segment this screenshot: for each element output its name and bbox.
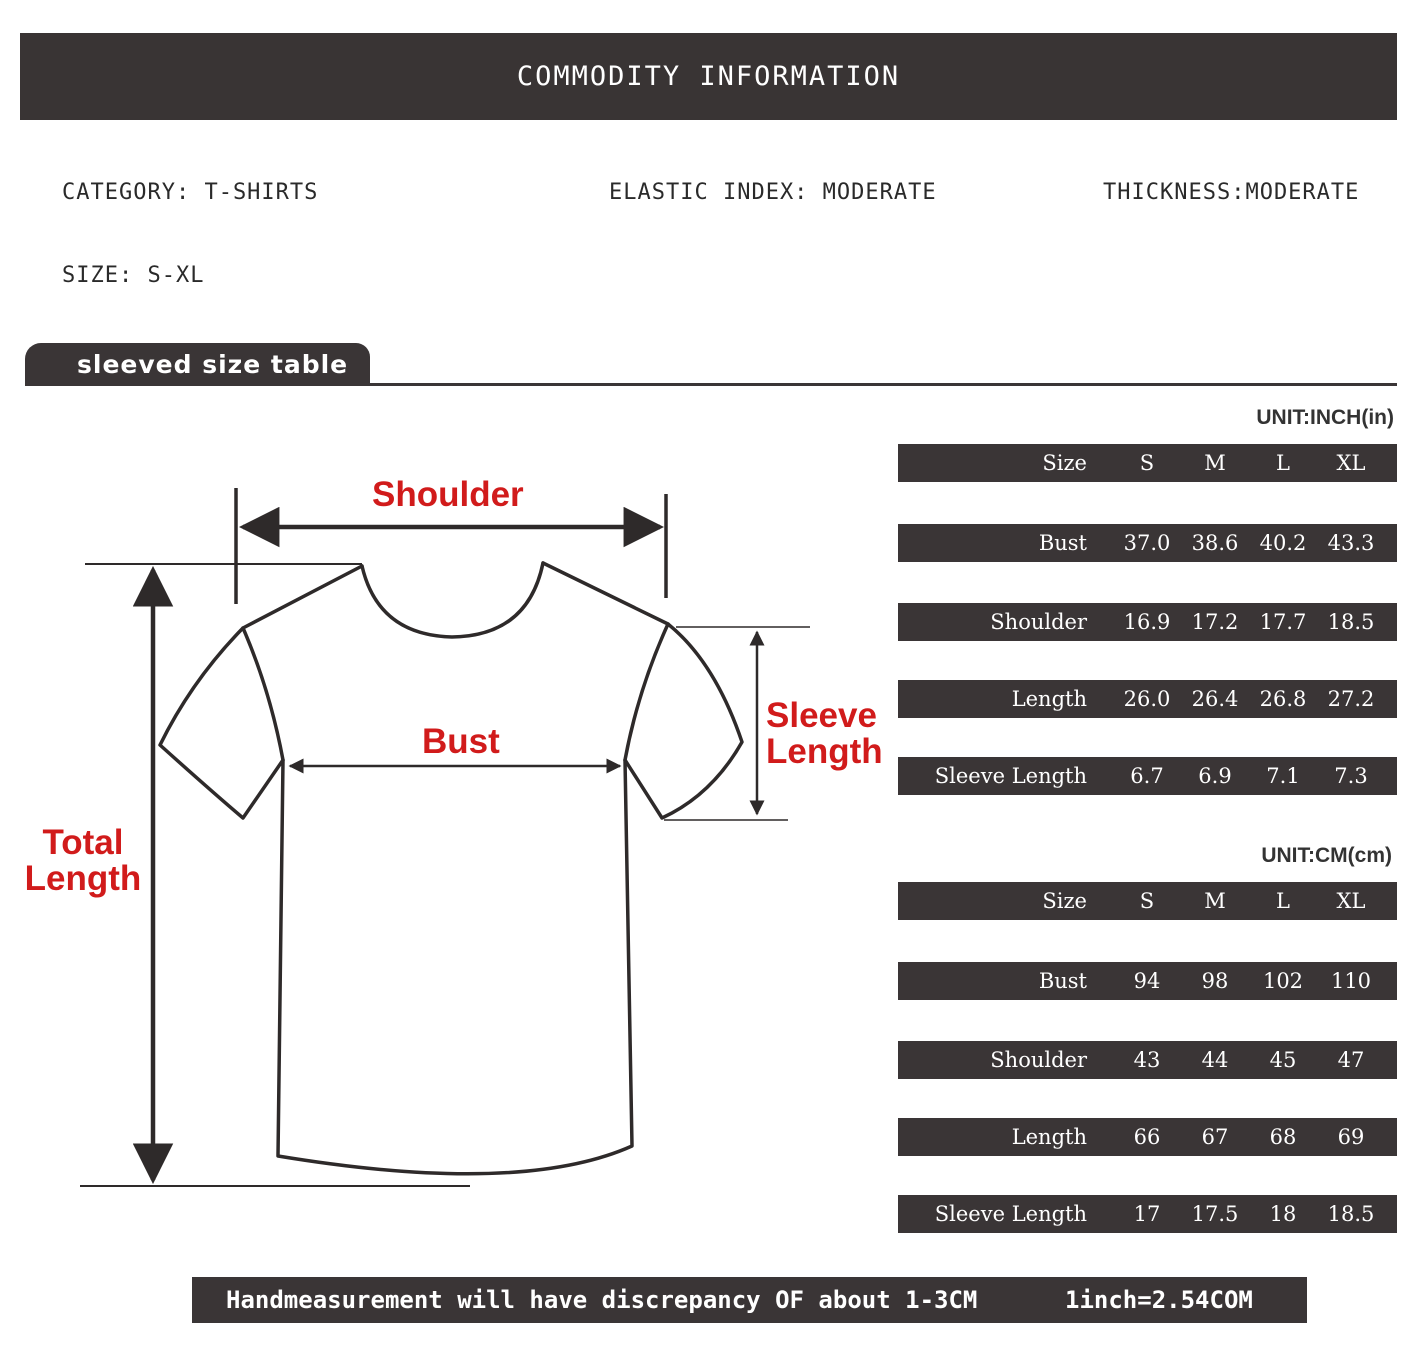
row-label: Sleeve Length	[934, 1202, 1087, 1226]
commodity-info-banner: COMMODITY INFORMATION	[20, 33, 1397, 120]
cell: 40.2	[1259, 531, 1307, 555]
cell: 18.5	[1327, 610, 1375, 634]
row-label: Size	[1042, 889, 1087, 913]
table-row: Size S M L XL	[898, 882, 1397, 920]
cell: 26.4	[1191, 687, 1239, 711]
cell: 6.7	[1130, 764, 1164, 788]
cell: 47	[1337, 1048, 1365, 1072]
cell: 43	[1133, 1048, 1161, 1072]
total-length-label: Total Length	[18, 825, 148, 897]
cell: 17.2	[1191, 610, 1239, 634]
spec-thickness: THICKNESS:MODERATE	[1103, 180, 1360, 205]
cell: 16.9	[1123, 610, 1171, 634]
cell: XL	[1336, 451, 1366, 475]
sleeve-length-label: Sleeve Length	[766, 698, 883, 770]
cell: 27.2	[1327, 687, 1375, 711]
cell: XL	[1336, 889, 1366, 913]
cell: 17.7	[1259, 610, 1307, 634]
spec-size: SIZE: S-XL	[62, 263, 205, 288]
cell: 6.9	[1198, 764, 1232, 788]
cell: 18.5	[1327, 1202, 1375, 1226]
cell: 26.0	[1123, 687, 1171, 711]
row-label: Size	[1042, 451, 1087, 475]
cm-unit-label: UNIT:CM(cm)	[1261, 844, 1392, 867]
bust-label: Bust	[422, 722, 500, 761]
cell: S	[1139, 451, 1155, 475]
table-row: Shoulder 16.9 17.2 17.7 18.5	[898, 603, 1397, 641]
cell: L	[1276, 451, 1290, 475]
total-length-label-line1: Total	[42, 823, 124, 862]
cell: 26.8	[1259, 687, 1307, 711]
tshirt-outline	[158, 561, 744, 1176]
table-row: Length 26.0 26.4 26.8 27.2	[898, 680, 1397, 718]
footer-note-bar: Handmeasurement will have discrepancy OF…	[192, 1277, 1307, 1323]
cell: 45	[1269, 1048, 1297, 1072]
table-row: Sleeve Length 17 17.5 18 18.5	[898, 1195, 1397, 1233]
section-tab: sleeved size table	[25, 343, 370, 386]
cell: 102	[1262, 969, 1304, 993]
cell: 7.1	[1266, 764, 1300, 788]
table-row: Bust 94 98 102 110	[898, 962, 1397, 1000]
cell: L	[1276, 889, 1290, 913]
row-label: Shoulder	[990, 610, 1087, 634]
section-title: sleeved size table	[77, 350, 349, 379]
sleeve-length-label-line2: Length	[766, 732, 883, 771]
shoulder-label: Shoulder	[372, 475, 524, 514]
row-label: Shoulder	[990, 1048, 1087, 1072]
row-label: Length	[1011, 687, 1087, 711]
cell: 43.3	[1327, 531, 1375, 555]
cell: 68	[1269, 1125, 1297, 1149]
row-label: Length	[1011, 1125, 1087, 1149]
table-row: Shoulder 43 44 45 47	[898, 1041, 1397, 1079]
table-row: Length 66 67 68 69	[898, 1118, 1397, 1156]
sleeve-length-label-line1: Sleeve	[766, 696, 877, 735]
cell: S	[1139, 889, 1155, 913]
section-divider	[370, 383, 1397, 386]
cell: 67	[1201, 1125, 1229, 1149]
row-label: Bust	[1038, 531, 1087, 555]
cell: M	[1204, 889, 1226, 913]
row-label: Sleeve Length	[934, 764, 1087, 788]
cell: 94	[1133, 969, 1161, 993]
spec-elastic-index: ELASTIC INDEX: MODERATE	[609, 180, 937, 205]
table-row: Sleeve Length 6.7 6.9 7.1 7.3	[898, 757, 1397, 795]
cell: 69	[1337, 1125, 1365, 1149]
cell: 17.5	[1191, 1202, 1239, 1226]
tshirt-diagram	[80, 488, 810, 1187]
table-row: Bust 37.0 38.6 40.2 43.3	[898, 524, 1397, 562]
cell: 18	[1269, 1202, 1297, 1226]
cell: 110	[1330, 969, 1372, 993]
table-row: Size S M L XL	[898, 444, 1397, 482]
cell: 98	[1201, 969, 1229, 993]
cell: M	[1204, 451, 1226, 475]
total-length-label-line2: Length	[24, 859, 142, 898]
cell: 7.3	[1334, 764, 1368, 788]
banner-title: COMMODITY INFORMATION	[516, 61, 901, 92]
cell: 38.6	[1191, 531, 1239, 555]
discrepancy-note: Handmeasurement will have discrepancy OF…	[226, 1286, 978, 1314]
inch-unit-label: UNIT:INCH(in)	[1256, 406, 1394, 429]
row-label: Bust	[1038, 969, 1087, 993]
cell: 44	[1201, 1048, 1229, 1072]
cell: 66	[1133, 1125, 1161, 1149]
spec-category: CATEGORY: T-SHIRTS	[62, 180, 319, 205]
cell: 37.0	[1123, 531, 1171, 555]
cell: 17	[1133, 1202, 1161, 1226]
unit-conversion-note: 1inch=2.54COM	[1065, 1286, 1253, 1314]
